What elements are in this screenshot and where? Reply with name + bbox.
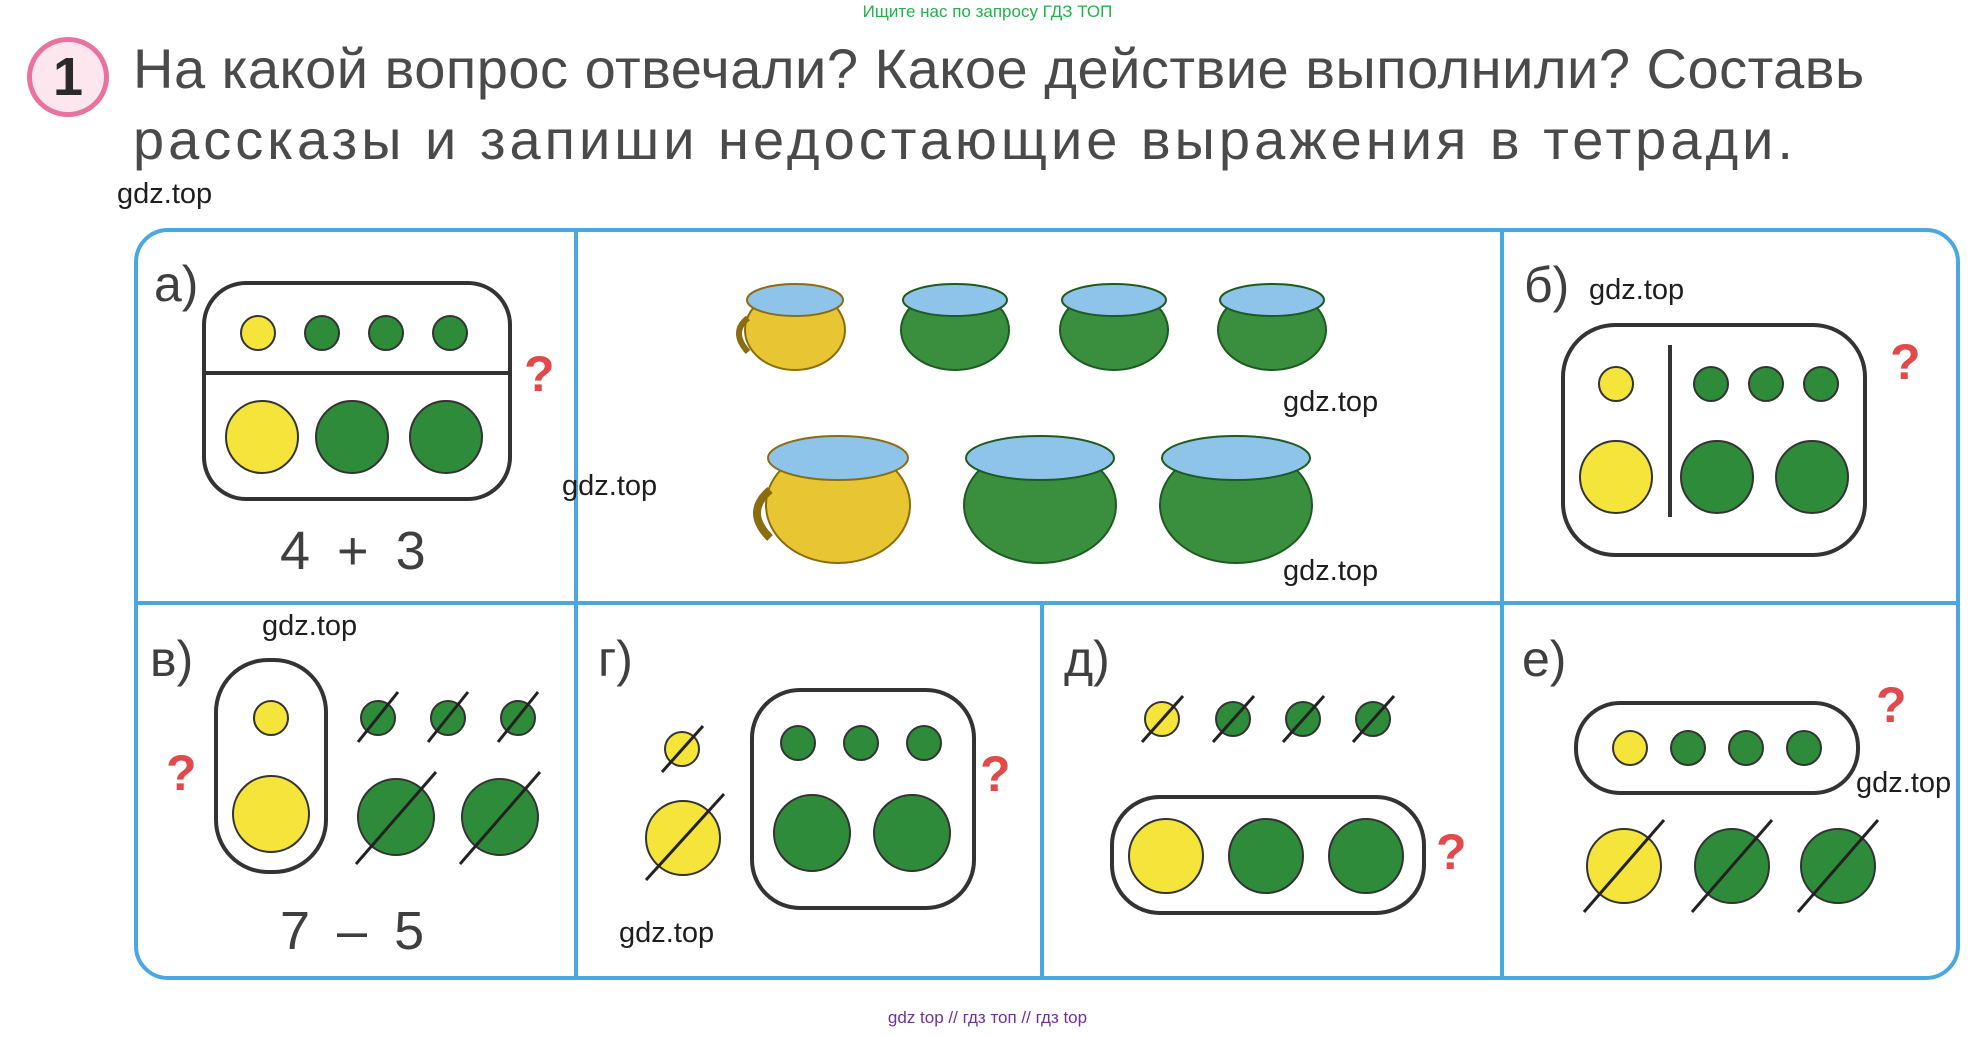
watermark-8: gdz.top: [619, 917, 715, 949]
cell-a-diagram: [202, 281, 512, 501]
task-number-badge: 1: [27, 37, 109, 117]
cell-v-diagram: [214, 658, 542, 874]
cell-a-expression: 4 + 3: [280, 521, 432, 581]
cell-v-label: в): [150, 631, 194, 687]
footer-links[interactable]: gdz top // гдз топ // гдз top: [887, 1008, 1088, 1027]
task-text-line-1: На какой вопрос отвечали? Какое действие…: [133, 37, 1865, 100]
watermark-3: gdz.top: [1283, 386, 1379, 418]
header-search-link[interactable]: Ищите нас по запросу ГДЗ ТОП: [862, 2, 1113, 21]
cell-e-diagram: [1574, 701, 1880, 913]
cell-v-question-mark: ?: [166, 745, 197, 801]
watermark-4: gdz.top: [562, 470, 658, 502]
cell-b-label: б): [1524, 257, 1570, 313]
cell-d-diagram: [1110, 695, 1426, 915]
watermark-7: gdz.top: [1856, 767, 1952, 799]
cup-small-yellow: [736, 283, 846, 371]
task-text-line-2: рассказы и запиши недостающие выражения …: [133, 108, 1797, 171]
cell-a-label: а): [154, 256, 199, 312]
cups-illustration: [736, 283, 1327, 564]
cup-small-green-2: [1059, 283, 1169, 371]
cell-b-question-mark: ?: [1890, 334, 1921, 390]
watermark-2: gdz.top: [1589, 274, 1685, 306]
cell-e-question-mark: ?: [1876, 677, 1907, 733]
watermark-6: gdz.top: [262, 610, 358, 642]
cell-g-question-mark: ?: [980, 746, 1011, 802]
cell-b-diagram: [1561, 323, 1867, 557]
cell-d-question-mark: ?: [1436, 824, 1467, 880]
cell-g-diagram: [644, 688, 976, 910]
cup-big-green-1: [963, 435, 1117, 564]
cup-big-green-2: [1159, 435, 1313, 564]
cell-a-question-mark: ?: [524, 346, 555, 402]
cup-small-green-1: [900, 283, 1010, 371]
watermark-1: gdz.top: [117, 178, 213, 210]
watermark-5: gdz.top: [1283, 555, 1379, 587]
cell-d-label: д): [1064, 631, 1110, 687]
cup-small-green-3: [1217, 283, 1327, 371]
cup-big-yellow: [753, 435, 911, 564]
cell-v-expression: 7 – 5: [280, 901, 431, 961]
cell-e-label: е): [1522, 631, 1567, 687]
cell-g-label: г): [598, 631, 633, 687]
